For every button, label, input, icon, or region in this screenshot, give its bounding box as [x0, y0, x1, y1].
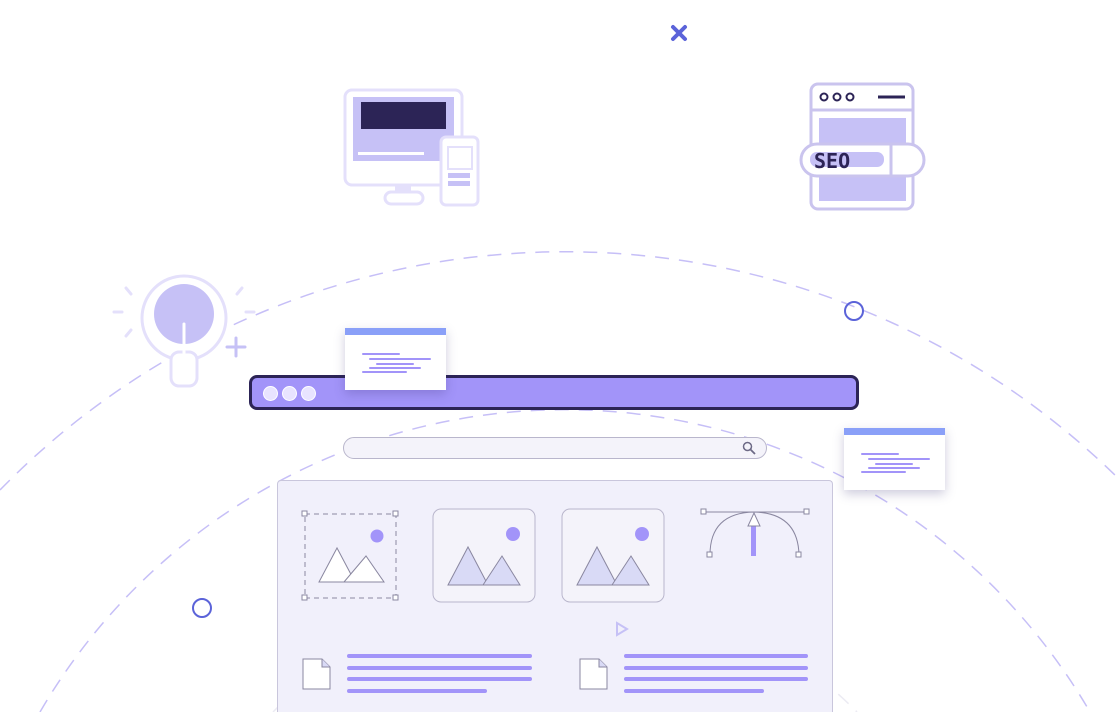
- outer-dashed-arc: [0, 251, 1120, 491]
- browser-address-bar: [249, 375, 859, 410]
- code-line: [868, 458, 930, 460]
- ring-icon: [192, 598, 212, 618]
- code-line: [868, 467, 920, 469]
- code-line: [362, 353, 400, 355]
- image-placeholder[interactable]: [561, 508, 665, 603]
- pen-tool-icon: [700, 508, 810, 558]
- window-dot: [263, 386, 278, 401]
- code-line: [362, 371, 407, 373]
- code-window-popup: [345, 328, 446, 390]
- code-line: [861, 453, 899, 455]
- code-line: [875, 463, 913, 465]
- code-window-popup: [844, 428, 945, 490]
- window-titlebar: [345, 328, 446, 335]
- lightbulb-icon: [112, 274, 256, 388]
- document-block: [579, 654, 808, 693]
- design-canvas-panel: [277, 480, 833, 712]
- responsive-devices-icon: [343, 88, 480, 207]
- window-titlebar: [844, 428, 945, 435]
- code-line: [369, 367, 421, 369]
- search-input[interactable]: [343, 437, 767, 459]
- search-icon[interactable]: [742, 441, 756, 455]
- code-line: [861, 471, 906, 473]
- close-x-icon: [671, 25, 687, 41]
- code-line: [376, 363, 414, 365]
- image-placeholder[interactable]: [432, 508, 536, 603]
- window-dot: [282, 386, 297, 401]
- seo-label: SEO: [814, 149, 850, 173]
- code-line: [369, 358, 431, 360]
- cursor-play-icon: [616, 621, 629, 637]
- seo-browser-icon: SEO: [799, 82, 926, 211]
- ring-icon: [844, 301, 864, 321]
- canvas-content: [301, 508, 810, 693]
- window-dot: [301, 386, 316, 401]
- selected-image-placeholder[interactable]: [301, 510, 399, 601]
- document-block: [302, 654, 532, 693]
